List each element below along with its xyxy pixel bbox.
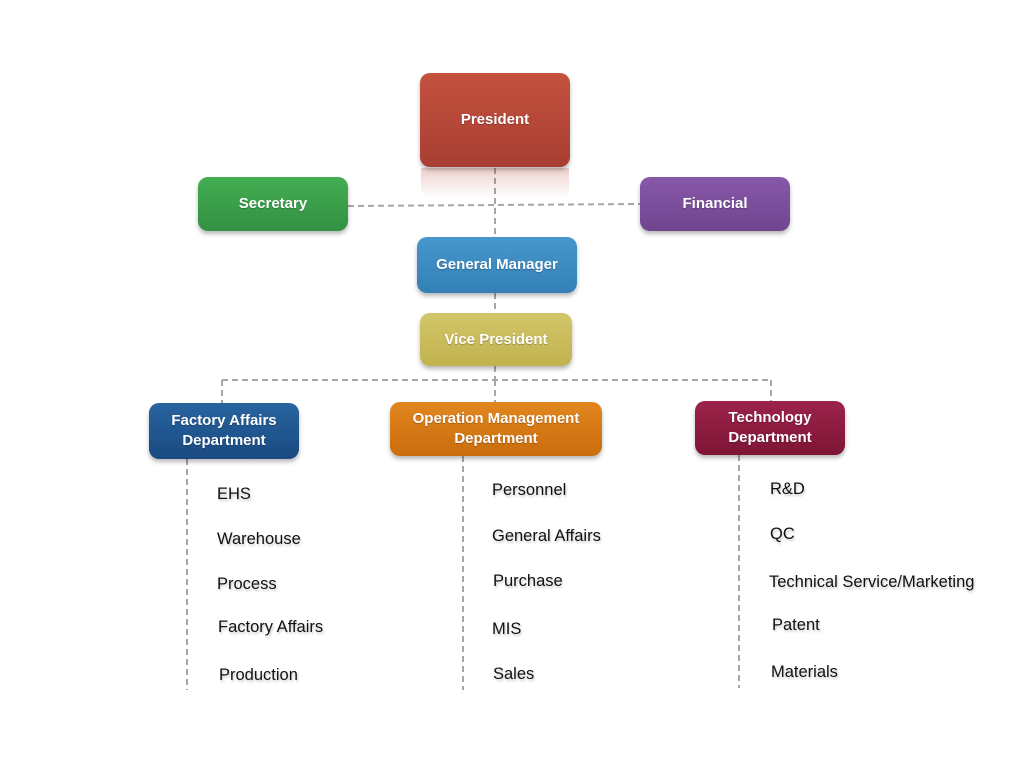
technology-item-qc: QC: [770, 525, 795, 543]
factory-affairs-department-label: Factory Affairs Department: [171, 412, 277, 449]
factory-item-process: Process: [217, 575, 277, 593]
vice-president-label: Vice President: [444, 330, 548, 348]
operation-item-mis: MIS: [492, 620, 522, 638]
president-node: President: [420, 73, 570, 167]
technology-item-technical-service-marketing: Technical Service/Marketing: [769, 573, 975, 591]
factory-item-ehs: EHS: [217, 485, 251, 503]
secretary-node: Secretary: [198, 177, 348, 231]
president-reflection: [421, 168, 569, 198]
factory-item-warehouse: Warehouse: [217, 530, 301, 548]
financial-node: Financial: [640, 177, 790, 231]
president-label: President: [460, 111, 530, 128]
technology-item-materials: Materials: [771, 663, 838, 681]
operation-item-sales: Sales: [493, 665, 535, 683]
factory-item-production: Production: [219, 666, 298, 684]
secretary-label: Secretary: [238, 195, 308, 212]
operation-item-personnel: Personnel: [492, 481, 567, 499]
general-manager-node: General Manager: [417, 237, 577, 293]
factory-item-factory-affairs: Factory Affairs: [218, 618, 324, 636]
vice-president-node: Vice President: [420, 313, 572, 366]
operation-management-department-node: Operation Management Department: [390, 402, 602, 456]
operation-item-purchase: Purchase: [493, 572, 563, 590]
operation-management-department-label: Operation Management Department: [412, 410, 580, 447]
operation-item-general-affairs: General Affairs: [492, 527, 601, 545]
technology-item-rd: R&D: [770, 480, 805, 498]
technology-item-patent: Patent: [772, 616, 820, 634]
technology-department-label: Technology Department: [728, 409, 812, 446]
connector-secretary-financial: [347, 203, 641, 207]
financial-label: Financial: [682, 195, 748, 212]
general-manager-label: General Manager: [436, 256, 558, 273]
factory-affairs-department-node: Factory Affairs Department: [149, 403, 299, 459]
technology-department-node: Technology Department: [695, 401, 845, 455]
